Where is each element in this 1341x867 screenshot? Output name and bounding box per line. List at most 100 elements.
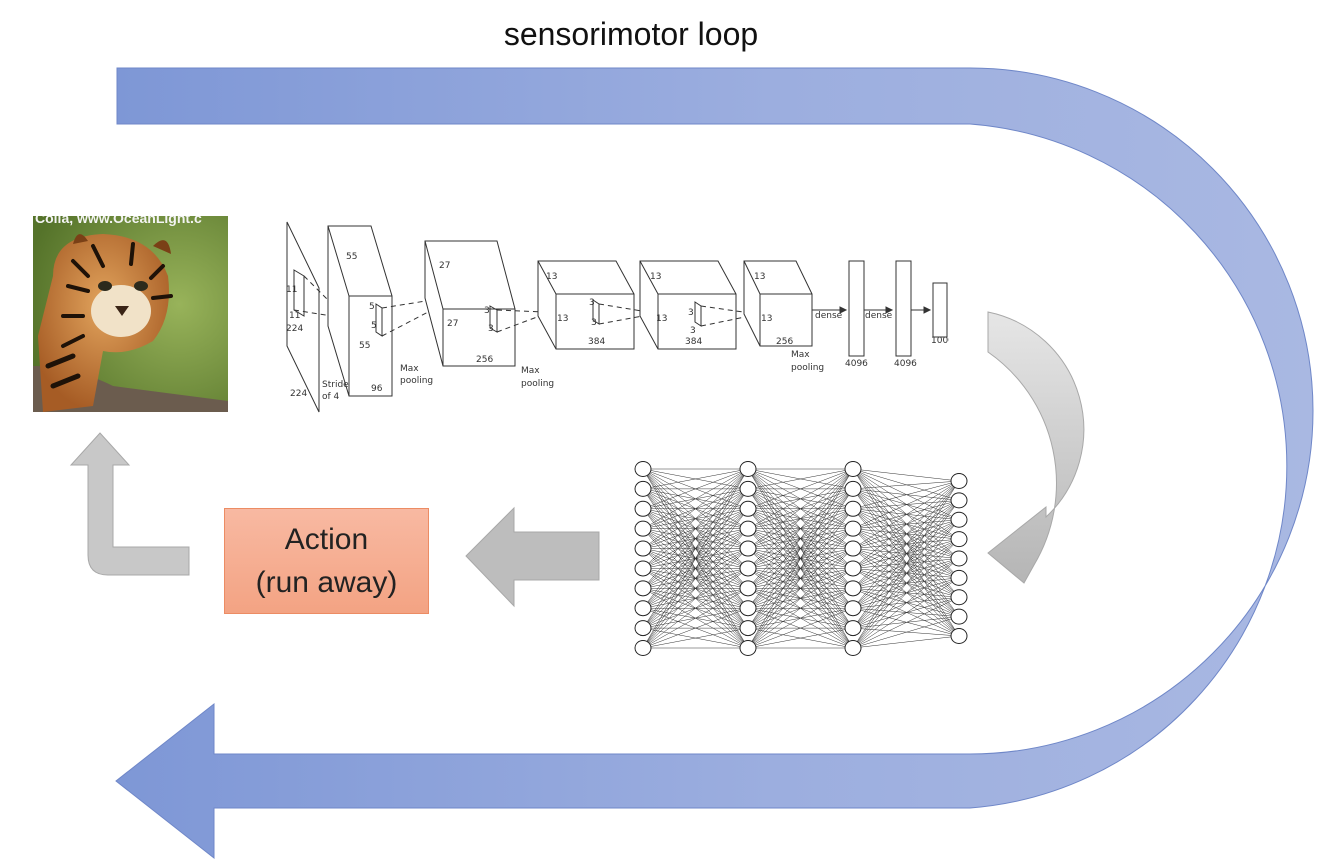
nn-node xyxy=(634,480,652,497)
nn-node xyxy=(739,560,757,577)
nn-edge xyxy=(852,508,960,540)
nn-edges xyxy=(642,468,960,649)
nn-edge xyxy=(747,468,854,589)
nn-node xyxy=(844,580,862,597)
pool3-line2: pooling xyxy=(791,363,824,373)
conv1-size: 55 xyxy=(346,252,357,262)
tiger-caption: Colla, www.OceanLight.c xyxy=(35,216,202,226)
nn-node xyxy=(950,628,968,644)
nn-edge xyxy=(852,480,960,629)
nn-edge xyxy=(852,480,960,589)
nn-edge xyxy=(852,588,960,617)
nn-edge xyxy=(642,468,749,490)
action-detail: (run away) xyxy=(255,566,398,599)
nn-edge xyxy=(642,468,749,589)
nn-node xyxy=(739,600,757,617)
conv1-size-side: 55 xyxy=(359,341,370,351)
nn-edge xyxy=(852,488,960,540)
stride-of-label: of 4 xyxy=(322,392,340,402)
nn-node xyxy=(950,492,968,509)
conv4-kernel-b: 3 xyxy=(690,326,696,336)
nn-edge xyxy=(852,616,960,649)
dense1-units: 4096 xyxy=(845,359,868,369)
nn-edge xyxy=(642,588,749,649)
nn-edge xyxy=(852,588,960,637)
nn-node xyxy=(950,569,968,586)
pool3-line1: Max xyxy=(791,350,810,360)
curved-gray-arrow xyxy=(987,311,1085,584)
nn-node xyxy=(739,580,757,597)
nn-edge xyxy=(642,508,749,649)
left-gray-arrow xyxy=(465,506,600,608)
nn-edge xyxy=(642,568,749,649)
nn-edge xyxy=(852,568,960,617)
conv2-kernel-b: 3 xyxy=(488,324,494,334)
nn-edge xyxy=(852,597,960,649)
nn-edge xyxy=(852,558,960,649)
nn-edge xyxy=(747,468,854,490)
nn-edge xyxy=(852,528,960,559)
conv3-depth: 384 xyxy=(588,337,605,347)
action-label: Action xyxy=(284,522,369,556)
conv5-size: 13 xyxy=(754,272,765,282)
diagram-title: sensorimotor loop xyxy=(503,16,759,52)
conv2-depth: 256 xyxy=(476,355,493,365)
action-box: Action (run away) xyxy=(224,508,429,614)
nn-node xyxy=(634,640,652,656)
nn-edge xyxy=(642,607,749,649)
nn-edge xyxy=(642,528,749,649)
conv5-depth: 256 xyxy=(776,337,793,347)
conv3-size-side: 13 xyxy=(557,314,568,324)
conv2-kernel-a: 3 xyxy=(484,306,490,316)
nn-node xyxy=(634,461,652,477)
nn-edge xyxy=(747,528,854,649)
nn-edge xyxy=(642,468,749,569)
nn-edge xyxy=(852,480,960,549)
nn-edge xyxy=(747,468,854,529)
nn-edge xyxy=(747,627,854,649)
nn-node xyxy=(844,620,862,637)
nn-edge xyxy=(852,480,960,649)
nn-node xyxy=(844,461,862,477)
nn-node xyxy=(844,500,862,517)
nn-edge xyxy=(747,468,854,629)
nn-node xyxy=(844,520,862,537)
nn-node xyxy=(739,620,757,637)
input-kernel-h: 11 xyxy=(286,285,297,295)
nn-node xyxy=(739,640,757,656)
nn-edge xyxy=(747,568,854,649)
nn-edge xyxy=(852,468,960,482)
nn-edge xyxy=(852,577,960,649)
nn-node xyxy=(634,560,652,577)
nn-node xyxy=(950,550,968,567)
conv4-kernel-a: 3 xyxy=(688,308,694,318)
nn-node xyxy=(634,500,652,517)
nn-node xyxy=(950,589,968,606)
nn-edge xyxy=(852,468,960,501)
dense1-label: dense xyxy=(815,311,843,321)
nn-edge xyxy=(852,480,960,529)
nn-node xyxy=(634,600,652,617)
conv1-kernel-b: 5 xyxy=(371,321,377,331)
nn-node xyxy=(634,520,652,537)
elbow-gray-arrow xyxy=(69,432,190,576)
nn-edge xyxy=(852,480,960,569)
nn-edge xyxy=(747,548,854,649)
nn-edge xyxy=(852,500,960,649)
conv2-size: 27 xyxy=(439,261,450,271)
nn-node xyxy=(634,580,652,597)
nn-node xyxy=(950,608,968,625)
nn-edge xyxy=(852,528,960,579)
nn-edge xyxy=(747,468,854,569)
nn-edge xyxy=(747,468,854,510)
nn-edge xyxy=(852,548,960,579)
output-units: 1000 xyxy=(931,336,954,346)
nn-node xyxy=(844,480,862,497)
conv4-size: 13 xyxy=(650,272,661,282)
input-depth-label: 224 xyxy=(290,389,307,399)
tiger-image xyxy=(33,216,228,412)
nn-edge xyxy=(642,548,749,649)
nn-node xyxy=(950,473,968,489)
nn-node xyxy=(950,511,968,528)
